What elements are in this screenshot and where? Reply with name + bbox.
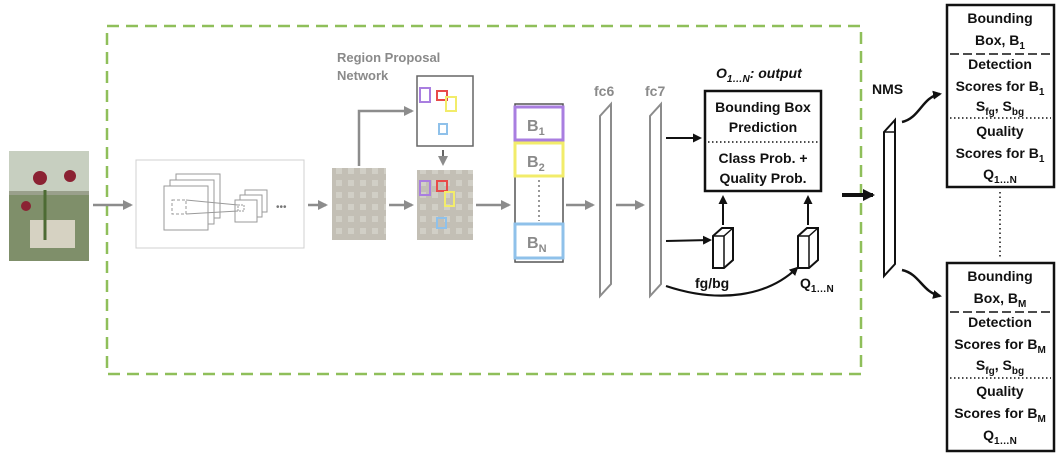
bottom-det-line2: Scores for BM bbox=[954, 336, 1046, 356]
arrow-nms-to-bottom bbox=[901, 268, 942, 299]
bbox-pred-line2: Prediction bbox=[729, 119, 797, 135]
bbox-pred-line1: Bounding Box bbox=[715, 99, 811, 115]
fc7-layer bbox=[649, 101, 662, 299]
bottom-qual-line1: Quality bbox=[976, 383, 1024, 399]
top-det-line1: Detection bbox=[968, 56, 1032, 72]
top-det-line2: Scores for B1 bbox=[956, 78, 1045, 98]
bottom-q-line: Q1…N bbox=[983, 427, 1017, 447]
fc6-layer bbox=[599, 101, 612, 299]
roi-b1 bbox=[513, 105, 565, 142]
rpn-output bbox=[416, 75, 474, 147]
cnn-ellipsis: ••• bbox=[276, 202, 287, 213]
rpn-label-line2: Network bbox=[337, 68, 389, 83]
class-prob-line1: Class Prob. + bbox=[718, 150, 807, 166]
svg-text:B1: B1 bbox=[527, 118, 545, 138]
nms-layer bbox=[883, 117, 896, 279]
roi-bn bbox=[513, 222, 565, 260]
proposals-on-feature bbox=[417, 170, 473, 240]
svg-text:B2: B2 bbox=[527, 154, 545, 174]
feature-map bbox=[332, 168, 386, 240]
bottom-qual-line2: Scores for BM bbox=[954, 405, 1046, 425]
roi-bn-label: B bbox=[527, 235, 539, 252]
arrow-fc7-to-fgbg bbox=[665, 235, 712, 245]
arrow-feature-to-rpn bbox=[357, 106, 414, 166]
fgbg-node bbox=[712, 227, 734, 269]
bottom-bbox-line1: Bounding bbox=[967, 268, 1032, 284]
roi-b1-label: B bbox=[527, 118, 539, 135]
fgbg-label: fg/bg bbox=[695, 275, 729, 291]
svg-text:BN: BN bbox=[527, 235, 547, 255]
top-bbox-line1: Bounding bbox=[967, 10, 1032, 26]
roi-b2-label: B bbox=[527, 154, 539, 171]
output-title: O1…N: output bbox=[716, 65, 803, 85]
class-prob-line2: Quality Prob. bbox=[719, 170, 806, 186]
arrow-nms-to-top bbox=[901, 90, 942, 124]
top-q-line: Q1…N bbox=[983, 166, 1017, 186]
prediction-box: Bounding Box Prediction Class Prob. + Qu… bbox=[703, 89, 823, 193]
top-scores-line: Sfg, Sbg bbox=[976, 98, 1024, 118]
top-bbox-line2: Box, B1 bbox=[975, 32, 1025, 52]
fc6-label: fc6 bbox=[594, 83, 614, 99]
roi-stack: B1 B2 BN bbox=[513, 103, 565, 263]
q-label: Q1…N bbox=[800, 275, 834, 295]
bottom-scores-line: Sfg, Sbg bbox=[976, 357, 1024, 377]
top-qual-line2: Scores for B1 bbox=[956, 145, 1045, 165]
top-qual-line1: Quality bbox=[976, 123, 1024, 139]
roi-b2 bbox=[513, 141, 565, 178]
rpn-label-line1: Region Proposal bbox=[337, 50, 440, 65]
result-box-bottom: Bounding Box, BM Detection Scores for BM… bbox=[945, 261, 1056, 453]
fc7-label: fc7 bbox=[645, 83, 665, 99]
nms-label: NMS bbox=[872, 81, 903, 97]
cnn-backbone: ••• bbox=[135, 159, 305, 249]
result-box-top: Bounding Box, B1 Detection Scores for B1… bbox=[945, 3, 1056, 189]
bottom-bbox-line2: Box, BM bbox=[974, 290, 1027, 310]
arrow-fc7-to-q bbox=[665, 266, 799, 297]
bottom-det-line1: Detection bbox=[968, 314, 1032, 330]
q-node bbox=[797, 227, 819, 269]
input-image bbox=[9, 151, 89, 261]
